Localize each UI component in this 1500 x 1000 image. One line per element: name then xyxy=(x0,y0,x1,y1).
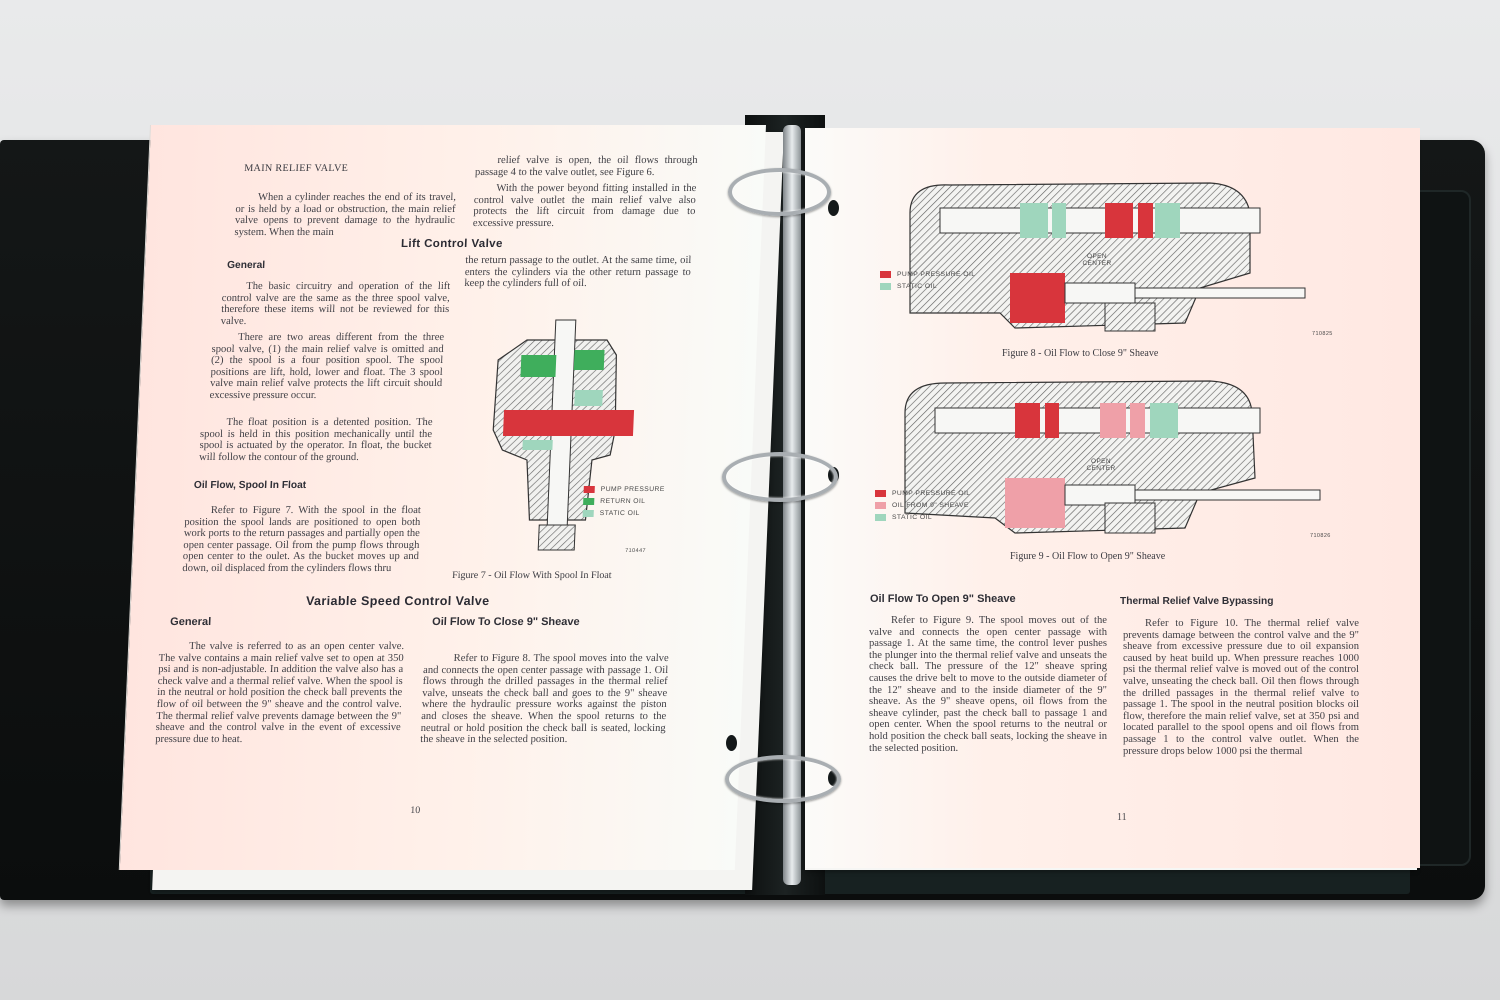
lift-control-heading: Lift Control Valve xyxy=(400,238,504,250)
binder-ring-top[interactable] xyxy=(728,168,831,216)
float-paragraph-1: Refer to Figure 7. With the spool in the… xyxy=(182,505,422,574)
main-relief-paragraph-3: With the power beyond fitting installed … xyxy=(472,183,697,229)
main-relief-paragraph-1: When a cylinder reaches the end of its t… xyxy=(234,192,457,238)
main-relief-paragraph-2: relief valve is open, the oil flows thro… xyxy=(474,155,698,178)
figure-8-legend: PUMP PRESSURE OIL STATIC OIL xyxy=(880,268,975,292)
legend-swatch-red xyxy=(880,270,891,278)
variable-speed-heading: Variable Speed Control Valve xyxy=(305,594,490,608)
main-relief-heading: MAIN RELIEF VALVE xyxy=(243,163,349,174)
legend-swatch-red xyxy=(875,489,886,497)
binder-ring-bottom[interactable] xyxy=(725,755,841,803)
figure-8-caption: Figure 8 - Oil Flow to Close 9" Sheave xyxy=(1002,348,1159,359)
legend-swatch-mint xyxy=(880,282,891,290)
float-paragraph-2: the return passage to the outlet. At the… xyxy=(464,255,692,290)
legend-return-oil: RETURN OIL xyxy=(583,495,665,507)
thermal-relief-paragraph: Refer to Figure 10. The thermal relief v… xyxy=(1123,618,1359,757)
vs-general-heading: General xyxy=(169,616,212,628)
figure-8-valve-diagram xyxy=(909,182,1306,332)
figure-7-caption: Figure 7 - Oil Flow With Spool In Float xyxy=(451,570,612,581)
figure-8-code: 710825 xyxy=(1312,331,1333,337)
legend-swatch-red xyxy=(583,485,595,493)
open-sheave-heading: Oil Flow To Open 9" Sheave xyxy=(870,593,1016,605)
float-heading: Oil Flow, Spool In Float xyxy=(193,480,307,491)
legend-static-oil: STATIC OIL xyxy=(582,507,664,519)
figure-7-legend: PUMP PRESSURE RETURN OIL STATIC OIL xyxy=(582,483,665,519)
figure-9-legend: PUMP PRESSURE OIL OIL FROM 9" SHEAVE STA… xyxy=(875,487,970,523)
page-number-left: 10 xyxy=(410,805,421,816)
figure-7-code: 710447 xyxy=(625,548,647,554)
lift-paragraph-1: The basic circuitry and operation of the… xyxy=(220,281,451,327)
figure-9-open-center-label: OPEN CENTER xyxy=(1086,458,1116,472)
close-sheave-paragraph: Refer to Figure 8. The spool moves into … xyxy=(420,653,669,746)
legend-static-oil: STATIC OIL xyxy=(875,511,970,523)
figure-9-code: 710826 xyxy=(1310,533,1331,539)
lift-paragraph-2: There are two areas different from the t… xyxy=(209,332,445,401)
figure-9-valve-diagram xyxy=(904,380,1321,534)
legend-pump-pressure-oil: PUMP PRESSURE OIL xyxy=(880,268,975,280)
punch-hole-left-bottom xyxy=(726,735,737,751)
legend-pump-pressure: PUMP PRESSURE xyxy=(583,483,665,495)
punch-hole-top xyxy=(828,200,839,216)
open-sheave-paragraph: Refer to Figure 9. The spool moves out o… xyxy=(869,615,1107,754)
legend-swatch-mint xyxy=(875,513,886,521)
legend-swatch-green xyxy=(583,497,595,505)
legend-swatch-mint xyxy=(582,509,594,517)
figure-9-caption: Figure 9 - Oil Flow to Open 9" Sheave xyxy=(1010,551,1166,562)
figure-7-valve-diagram xyxy=(492,319,635,551)
page-number-right: 11 xyxy=(1117,812,1127,823)
legend-oil-from-sheave: OIL FROM 9" SHEAVE xyxy=(875,499,970,511)
legend-static-oil: STATIC OIL xyxy=(880,280,975,292)
legend-pump-pressure-oil: PUMP PRESSURE OIL xyxy=(875,487,970,499)
thermal-relief-heading: Thermal Relief Valve Bypassing xyxy=(1120,596,1274,607)
right-page: OPEN CENTER PUMP PRESSURE OIL STATIC OIL… xyxy=(805,128,1420,868)
left-page: MAIN RELIEF VALVE When a cylinder reache… xyxy=(118,125,766,870)
ring-mechanism-bar xyxy=(783,125,801,885)
vs-paragraph: The valve is referred to as an open cent… xyxy=(155,641,405,745)
close-sheave-heading: Oil Flow To Close 9" Sheave xyxy=(431,616,580,628)
legend-swatch-pink xyxy=(875,501,886,509)
figure-8-open-center-label: OPEN CENTER xyxy=(1082,253,1112,267)
lift-paragraph-3: The float position is a detented positio… xyxy=(198,417,433,463)
binder-ring-middle[interactable] xyxy=(722,452,838,502)
lift-general-heading: General xyxy=(226,260,266,271)
